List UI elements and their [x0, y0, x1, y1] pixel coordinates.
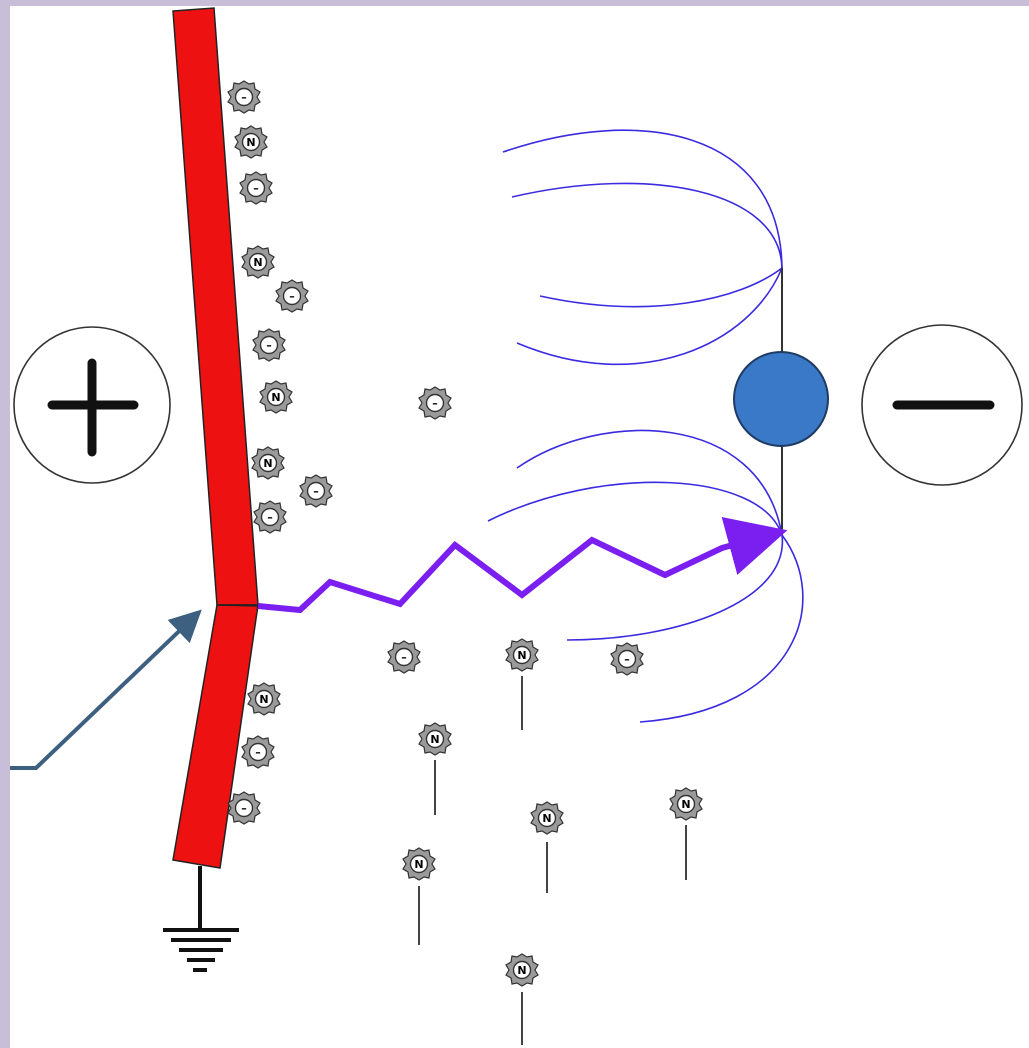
svg-text:N: N [517, 964, 526, 977]
negative-ion: – [387, 640, 421, 674]
ground-icon [163, 866, 239, 972]
svg-text:N: N [259, 693, 268, 706]
svg-text:N: N [542, 812, 551, 825]
negative-ion: – [252, 328, 286, 362]
svg-text:N: N [414, 858, 423, 871]
field-line [516, 267, 783, 366]
negative-ion: – [253, 500, 287, 534]
negative-ion: – [275, 279, 309, 313]
negative-ion: – [241, 735, 275, 769]
field-line [487, 481, 783, 536]
svg-text:–: – [401, 651, 407, 664]
neutral-ion: N [234, 125, 268, 159]
negative-ion: – [239, 171, 273, 205]
field-line [639, 534, 804, 723]
svg-text:–: – [253, 182, 259, 195]
electrode-plate [172, 7, 259, 869]
svg-text:–: – [313, 485, 319, 498]
charged-sphere-icon [733, 351, 829, 447]
svg-text:–: – [267, 511, 273, 524]
field-line [516, 429, 783, 536]
field-line [566, 534, 784, 641]
ion-stems [418, 676, 687, 1045]
negative-ion: – [227, 80, 261, 114]
neutral-ion: N [402, 847, 436, 881]
svg-text:–: – [241, 91, 247, 104]
svg-text:–: – [289, 290, 295, 303]
svg-text:–: – [624, 653, 630, 666]
negative-ions: – – – – – – – – – – – [227, 80, 644, 825]
svg-text:–: – [266, 339, 272, 352]
negative-ion: – [418, 386, 452, 420]
svg-text:N: N [246, 136, 255, 149]
svg-text:N: N [430, 733, 439, 746]
neutral-ion: N [418, 722, 452, 756]
field-line [539, 267, 783, 308]
neutral-ion: N [251, 446, 285, 480]
field-lines [487, 129, 804, 723]
negative-terminal [861, 324, 1023, 486]
svg-text:–: – [432, 397, 438, 410]
svg-text:–: – [255, 746, 261, 759]
neutral-ion: N [259, 380, 293, 414]
svg-text:N: N [681, 798, 690, 811]
zigzag-arrow-icon [257, 517, 788, 614]
svg-text:N: N [253, 256, 262, 269]
plus-icon [47, 358, 139, 457]
svg-text:N: N [271, 391, 280, 404]
negative-ion: – [227, 791, 261, 825]
diagram-frame: – – – – – – – – – – – N N N N N N N N N … [10, 6, 1029, 1048]
field-line [502, 129, 783, 269]
neutral-ion: N [530, 801, 564, 835]
pointer-arrow-icon [10, 609, 202, 770]
negative-ion: – [299, 474, 333, 508]
charged-sphere [733, 268, 829, 535]
svg-text:N: N [517, 649, 526, 662]
positive-terminal [13, 326, 171, 484]
neutral-ions: N N N N N N N N N N N [234, 125, 703, 987]
negative-ion: – [610, 642, 644, 676]
neutral-ion: N [505, 638, 539, 672]
svg-text:N: N [263, 457, 272, 470]
neutral-ion: N [669, 787, 703, 821]
svg-text:–: – [241, 802, 247, 815]
neutral-ion: N [241, 245, 275, 279]
field-line [511, 182, 783, 269]
neutral-ion: N [505, 953, 539, 987]
neutral-ion: N [247, 682, 281, 716]
diagram-canvas: – – – – – – – – – – – N N N N N N N N N … [10, 7, 1023, 1045]
